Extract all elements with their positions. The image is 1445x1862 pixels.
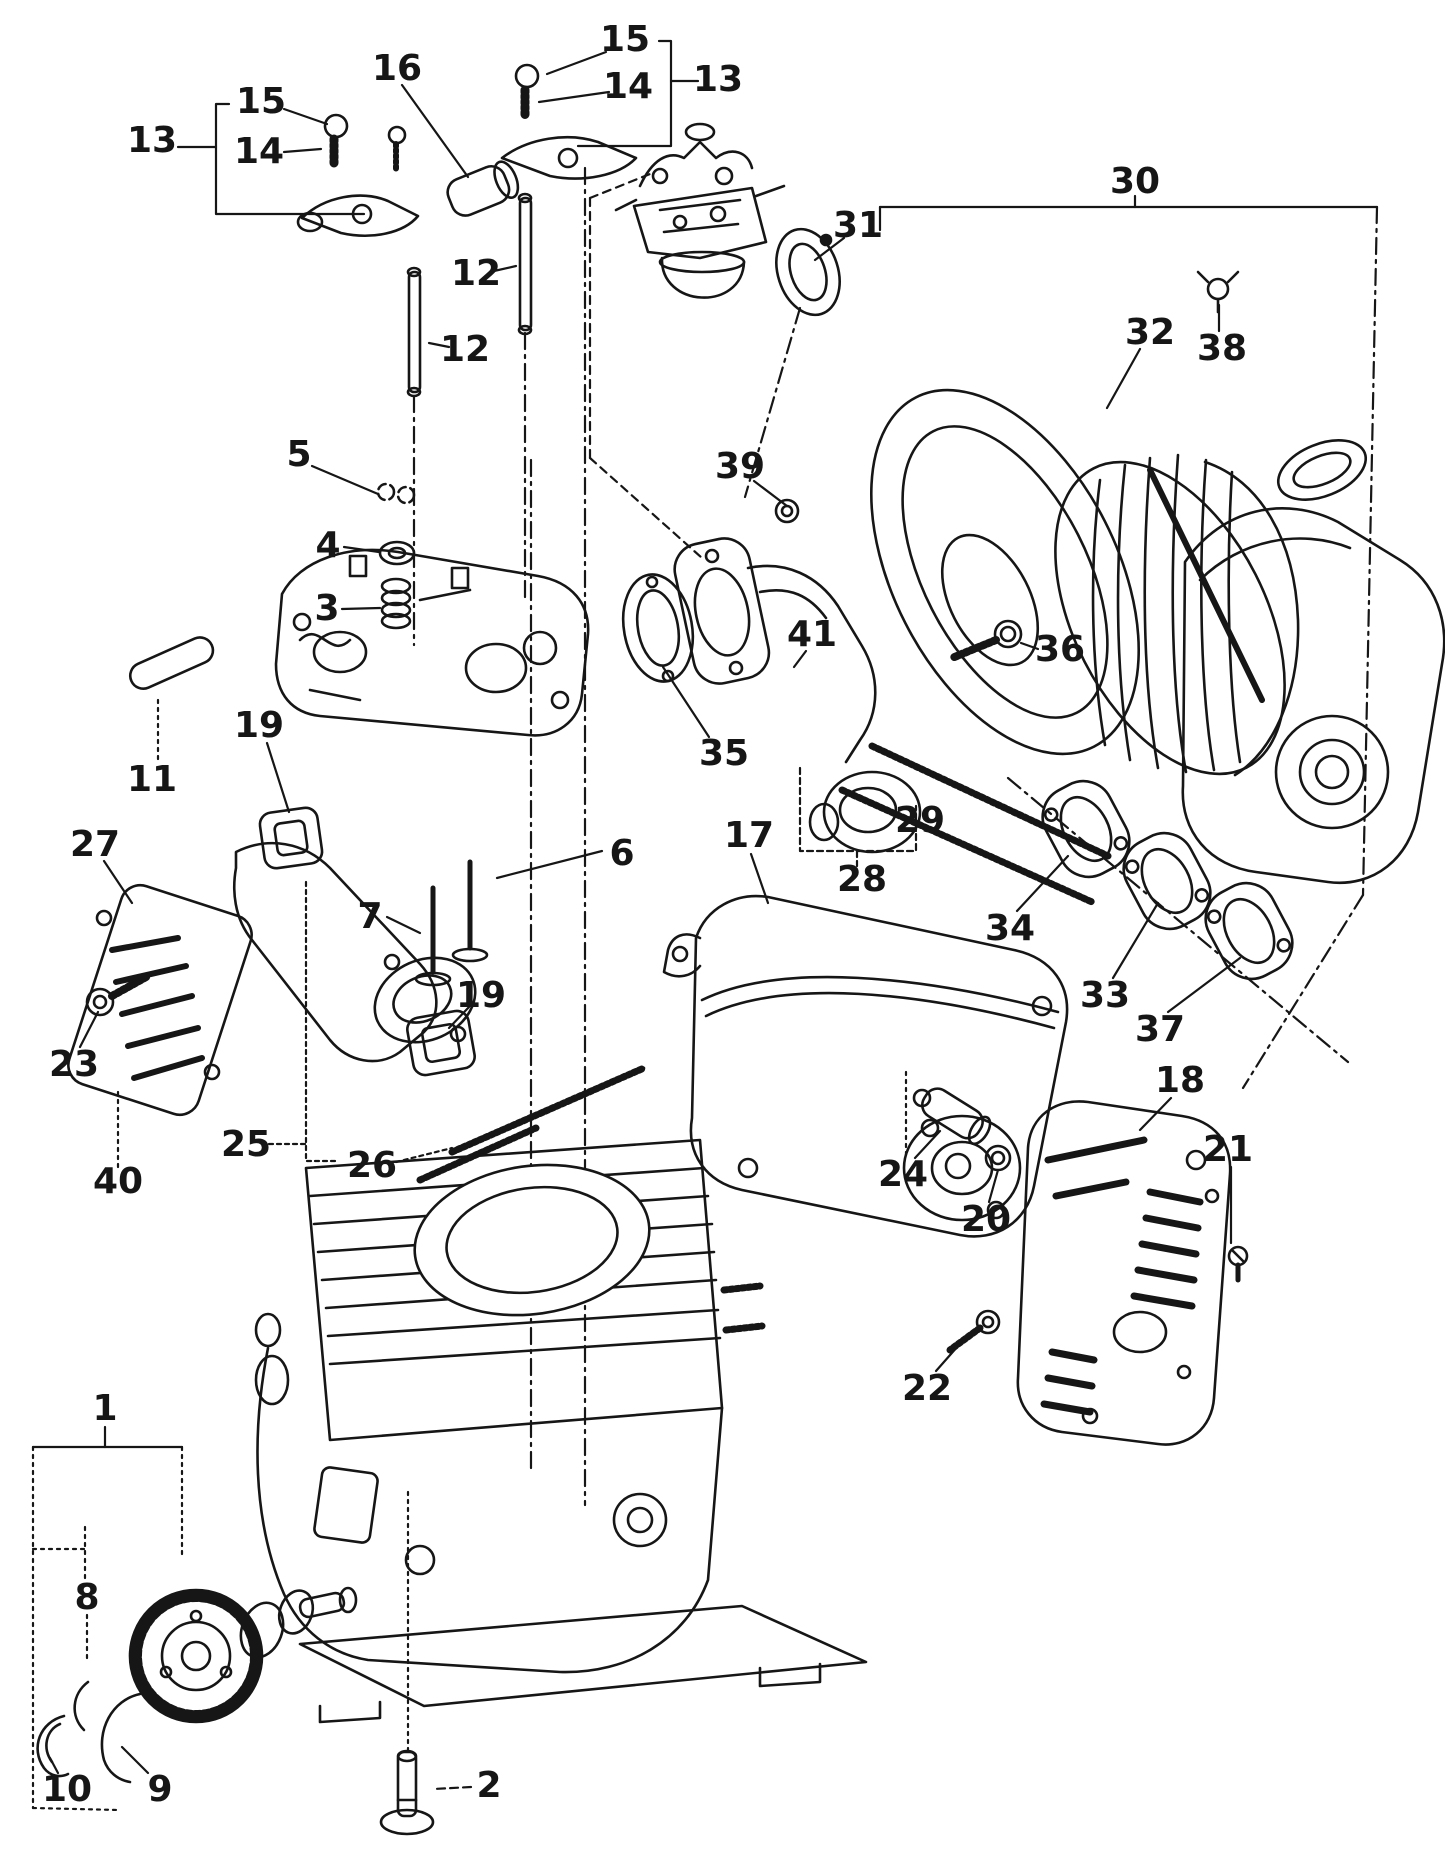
part-label-13-right: 13: [692, 59, 744, 100]
exhaust-gasket-19-head: [258, 806, 324, 870]
part-label-3: 3: [314, 588, 340, 629]
part-label-26: 26: [346, 1145, 398, 1186]
part-label-8: 8: [74, 1577, 100, 1618]
part-label-30: 30: [1109, 161, 1161, 202]
wing-nut-38: [1196, 270, 1240, 314]
exhaust-pipe: [233, 841, 477, 1063]
gasket-37: [1204, 881, 1294, 981]
part-label-1: 1: [92, 1388, 118, 1429]
part-label-19-base: 19: [455, 975, 507, 1016]
bolt-23: [85, 972, 152, 1017]
part-label-34: 34: [984, 908, 1036, 949]
part-label-23: 23: [48, 1044, 100, 1085]
part-label-24: 24: [877, 1154, 929, 1195]
valves-6-7: [414, 859, 489, 987]
part-label-12-upper: 12: [450, 253, 502, 294]
valve-keepers-5: [376, 482, 416, 505]
part-label-28: 28: [836, 859, 888, 900]
part-label-32: 32: [1124, 312, 1176, 353]
spark-arrester-24: [912, 1087, 992, 1146]
part-label-39: 39: [714, 446, 766, 487]
gasket-33: [1122, 831, 1212, 931]
muffler-cover: [1016, 1100, 1232, 1446]
part-label-11: 11: [126, 759, 178, 800]
push-rods: [406, 192, 533, 398]
part-label-41: 41: [786, 614, 838, 655]
callout-leader-lines: [31, 39, 1379, 1812]
part-label-6: 6: [609, 833, 635, 874]
studs-29: [838, 742, 1112, 906]
bolt-36: [948, 619, 1023, 662]
part-label-17: 17: [723, 815, 775, 856]
part-label-12-lower: 12: [439, 329, 491, 370]
gasket-35: [621, 573, 695, 683]
part-label-33: 33: [1079, 975, 1131, 1016]
part-label-25: 25: [220, 1124, 272, 1165]
bolt-22: [946, 1309, 1001, 1354]
intake-manifold: [673, 537, 922, 854]
part-label-10: 10: [41, 1769, 93, 1810]
part-label-15-left: 15: [235, 81, 287, 122]
part-label-29: 29: [894, 800, 946, 841]
camshaft-gear-assembly: [128, 1586, 358, 1724]
part-label-20: 20: [960, 1199, 1012, 1240]
exhaust-heat-shield-27: [67, 883, 253, 1117]
part-label-31: 31: [832, 205, 884, 246]
part-label-13-left: 13: [126, 120, 178, 161]
part-label-5: 5: [286, 434, 312, 475]
part-label-15-right: 15: [599, 19, 651, 60]
part-label-2: 2: [476, 1765, 502, 1806]
bolt-2: [379, 1749, 435, 1836]
part-label-27: 27: [69, 824, 121, 865]
studs-26: [416, 1064, 648, 1184]
part-label-36: 36: [1034, 629, 1086, 670]
valve-spring-3: [380, 577, 412, 630]
air-filter-element-32: [1054, 453, 1300, 777]
air-cleaner-backplate: [869, 388, 1141, 756]
part-label-18: 18: [1154, 1060, 1206, 1101]
part-label-40: 40: [92, 1161, 144, 1202]
dowel-pin-11: [128, 636, 215, 690]
part-label-14-left: 14: [233, 131, 285, 172]
gasket-34: [1041, 779, 1131, 879]
air-cleaner-gasket-31: [775, 227, 841, 317]
air-cleaner-cover: [1181, 439, 1445, 885]
nut-20: [984, 1144, 1012, 1172]
part-label-7: 7: [357, 896, 383, 937]
part-label-19-head: 19: [233, 705, 285, 746]
screw-21: [1227, 1245, 1249, 1283]
part-label-4: 4: [315, 525, 341, 566]
part-label-38: 38: [1196, 328, 1248, 369]
manifold-nut-39: [774, 498, 800, 524]
carburetor: [614, 122, 786, 299]
part-label-21: 21: [1202, 1129, 1254, 1170]
part-label-22: 22: [901, 1368, 953, 1409]
part-label-35: 35: [698, 733, 750, 774]
cylinder-head: [274, 548, 590, 737]
valve-lifter-parts-8-9-10: [36, 1680, 142, 1784]
part-label-9: 9: [147, 1769, 173, 1810]
part-label-37: 37: [1134, 1009, 1186, 1050]
spring-retainer-4: [378, 540, 416, 566]
engine-block: [254, 1138, 868, 1724]
part-label-16: 16: [371, 48, 423, 89]
muffler: [662, 894, 1069, 1238]
rocker-arm-assembly: [296, 63, 638, 237]
part-label-14-right: 14: [602, 66, 654, 107]
carburetor-outline-dashes: [588, 172, 704, 560]
